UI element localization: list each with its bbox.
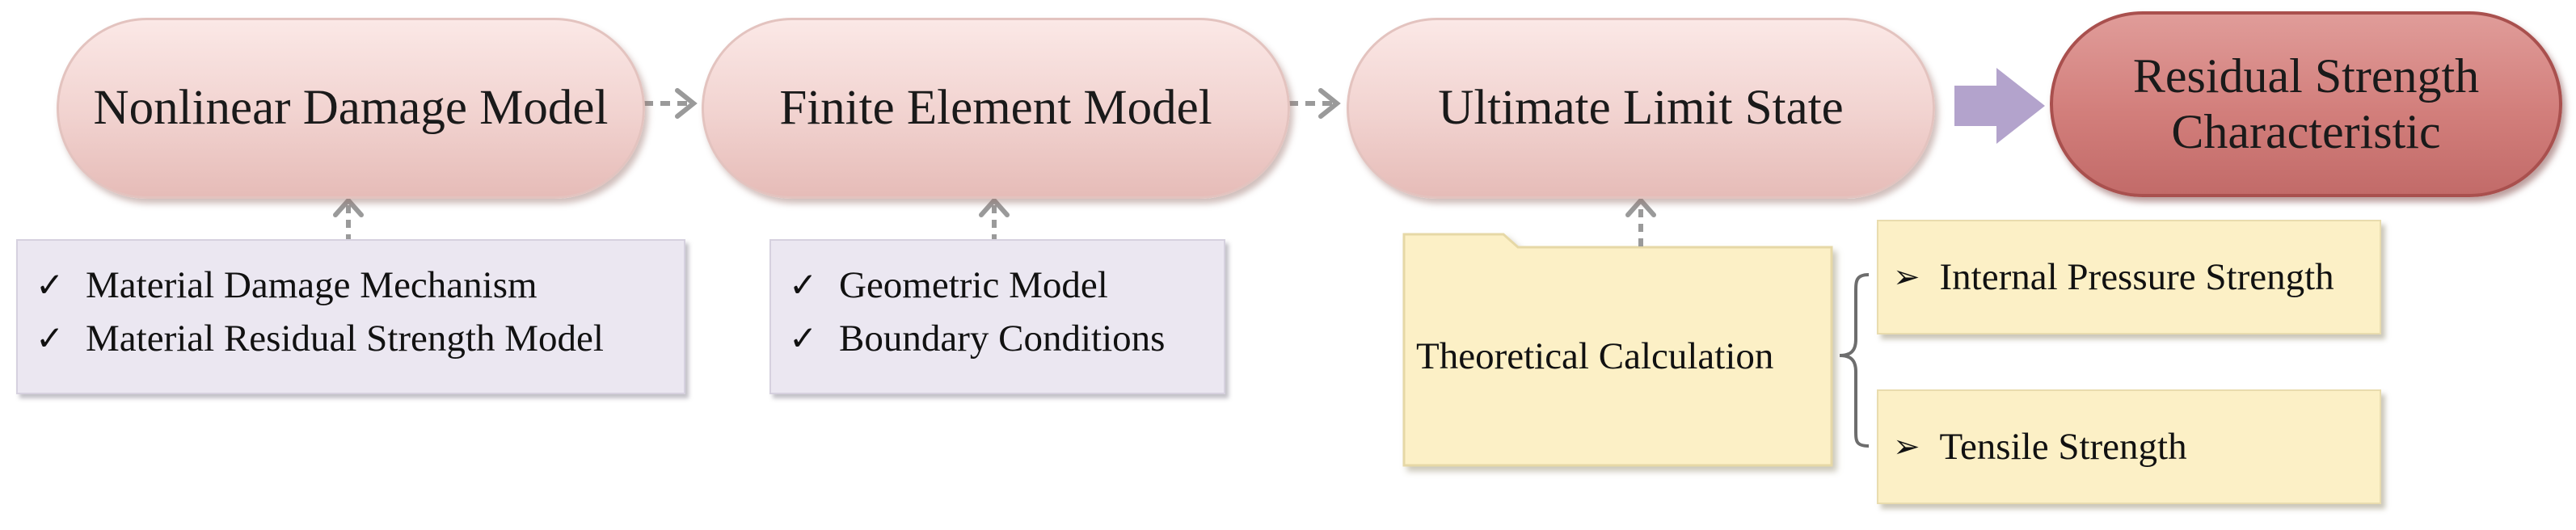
list-item-label: Material Residual Strength Model: [86, 318, 604, 360]
list-item: ✓ Material Damage Mechanism: [36, 259, 684, 312]
big-arrow: [1954, 68, 2045, 144]
internal-pressure-strength-box: ➢ Internal Pressure Strength: [1877, 220, 2381, 334]
arrowhead-2: [1318, 88, 1341, 119]
tensile-strength-box: ➢ Tensile Strength: [1877, 389, 2381, 504]
list-item-label: Material Damage Mechanism: [86, 264, 538, 306]
node-nonlinear-damage-model: Nonlinear Damage Model: [57, 18, 645, 199]
arrow-bullet-icon: ➢: [1893, 428, 1920, 465]
arrowhead-1: [675, 88, 698, 119]
node-ultimate-limit-state: Ultimate Limit State: [1347, 18, 1935, 199]
node-residual-strength-characteristic: Residual Strength Characteristic: [2050, 11, 2562, 197]
up-arrowhead-3: [1625, 196, 1656, 217]
check-icon: ✓: [36, 318, 65, 358]
list-item-label: Geometric Model: [839, 264, 1108, 306]
up-arrowhead-1: [333, 196, 364, 217]
node-label: Ultimate Limit State: [1438, 80, 1844, 135]
up-arrowhead-2: [979, 196, 1010, 217]
check-icon: ✓: [36, 265, 65, 305]
list-item: ✓ Material Residual Strength Model: [36, 312, 684, 365]
theoretical-calculation-label: Theoretical Calculation: [1416, 335, 1774, 377]
arrow-bullet-icon: ➢: [1893, 259, 1920, 296]
node-label: Finite Element Model: [779, 80, 1212, 135]
brace: [1839, 273, 1870, 448]
result-label: Internal Pressure Strength: [1939, 256, 2334, 298]
list-item: ✓ Geometric Model: [789, 259, 1224, 312]
node-label: Residual Strength Characteristic: [2132, 49, 2480, 158]
list-item: ✓ Boundary Conditions: [789, 312, 1224, 365]
node-finite-element-model: Finite Element Model: [702, 18, 1290, 199]
check-icon: ✓: [789, 265, 818, 305]
vertical-connectors: [346, 204, 1643, 246]
result-label: Tensile Strength: [1939, 426, 2187, 468]
finite-element-details: ✓ Geometric Model ✓ Boundary Conditions: [769, 239, 1225, 394]
list-item-label: Boundary Conditions: [839, 318, 1166, 360]
check-icon: ✓: [789, 318, 818, 358]
node-label: Nonlinear Damage Model: [93, 80, 609, 135]
theoretical-calculation-folder: [1402, 233, 1833, 467]
damage-model-details: ✓ Material Damage Mechanism ✓ Material R…: [16, 239, 685, 394]
